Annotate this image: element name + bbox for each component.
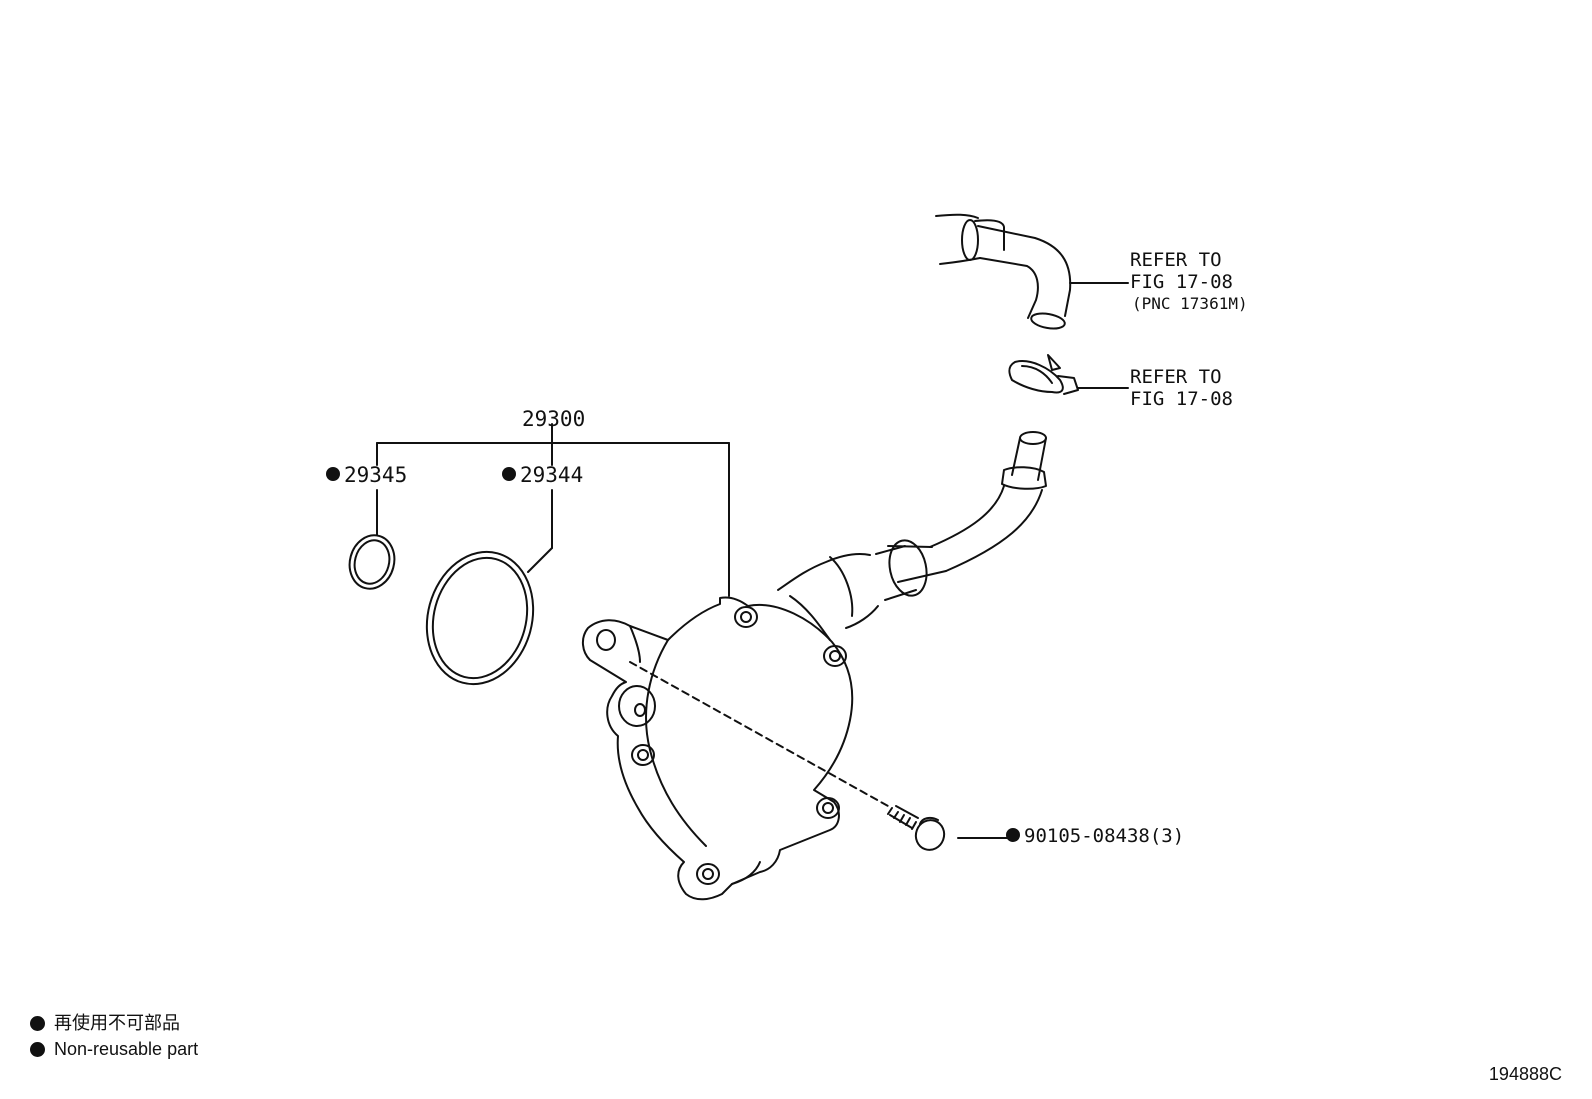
legend-row-japanese: 再使用不可部品	[30, 1010, 198, 1036]
clamp-reference-line2: FIG 17-08	[1130, 388, 1233, 410]
small-o-ring	[348, 534, 396, 590]
vacuum-pump-assembly	[582, 552, 879, 901]
filled-circle-icon	[30, 1041, 45, 1057]
large-o-ring	[425, 550, 535, 686]
flange-bolt	[887, 805, 1011, 851]
filled-circle-icon	[30, 1015, 45, 1031]
clamp-reference-line1: REFER TO	[1130, 366, 1222, 388]
large-o-ring-part-number: 29344	[520, 463, 583, 487]
hose-reference-line2: FIG 17-08	[1130, 271, 1233, 293]
legend-row-english: Non-reusable part	[30, 1036, 198, 1062]
legend: 再使用不可部品 Non-reusable part	[30, 1010, 198, 1062]
non-reusable-marker-bolt	[1006, 828, 1020, 842]
hose-reference-line3: (PNC 17361M)	[1132, 294, 1248, 313]
bolt-part-number: 90105-08438(3)	[1024, 825, 1184, 847]
legend-japanese-label: 再使用不可部品	[54, 1013, 180, 1033]
small-o-ring-part-number: 29345	[344, 463, 407, 487]
legend-english-label: Non-reusable part	[54, 1039, 199, 1059]
pump-outlet-pipe	[875, 431, 1047, 601]
hose-reference-line1: REFER TO	[1130, 249, 1222, 271]
hose-clamp	[1008, 354, 1129, 395]
assembly-part-number: 29300	[522, 407, 585, 431]
non-reusable-marker-29345	[326, 467, 340, 481]
non-reusable-marker-29344	[502, 467, 516, 481]
vacuum-hose	[935, 213, 1129, 330]
bolt-install-path	[629, 661, 889, 807]
figure-id: 194888C	[1488, 1064, 1562, 1084]
callout-leaders	[376, 423, 730, 597]
